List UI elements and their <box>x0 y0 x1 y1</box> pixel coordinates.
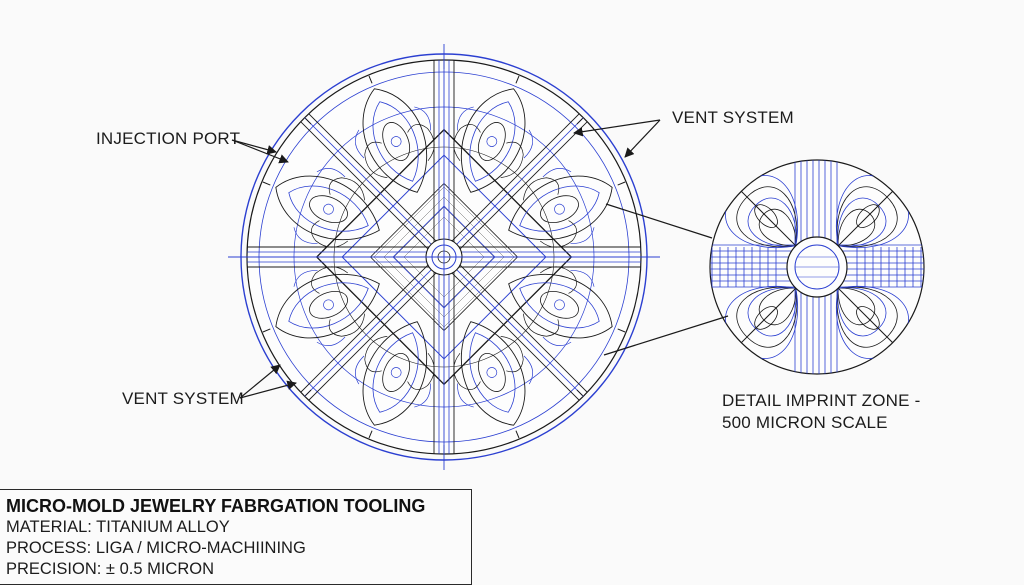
detail-imprint-zone <box>709 159 925 375</box>
ornament-cluster <box>508 167 613 248</box>
detail-zone-label-line2: 500 MICRON SCALE <box>722 413 888 432</box>
detail-zone-label-line1: DETAIL IMPRINT ZONE - <box>722 391 921 410</box>
ornament-cluster <box>508 266 613 347</box>
ornament-cluster <box>453 321 534 426</box>
leader-lines <box>231 119 729 399</box>
material-spec: MATERIAL: TITANIUM ALLOY <box>6 518 230 536</box>
ornament-cluster <box>275 266 380 347</box>
main-mold-disc <box>228 44 660 470</box>
title-block: MICRO-MOLD JEWELRY FABRGATION TOOLING MA… <box>0 489 472 585</box>
ornament-cluster <box>354 88 435 193</box>
process-spec: PROCESS: LIGA / MICRO-MACHIINING <box>6 539 306 557</box>
ornament-cluster <box>453 88 534 193</box>
vent-system-bottom-label: VENT SYSTEM <box>122 389 244 408</box>
injection-port-label: INJECTION PORT <box>96 129 241 148</box>
drawing-title: MICRO-MOLD JEWELRY FABRGATION TOOLING <box>6 496 426 516</box>
precision-spec: PRECISION: ± 0.5 MICRON <box>6 560 215 578</box>
ornament-cluster <box>275 167 380 248</box>
ornament-cluster <box>354 321 435 426</box>
vent-system-top-label: VENT SYSTEM <box>672 108 794 127</box>
